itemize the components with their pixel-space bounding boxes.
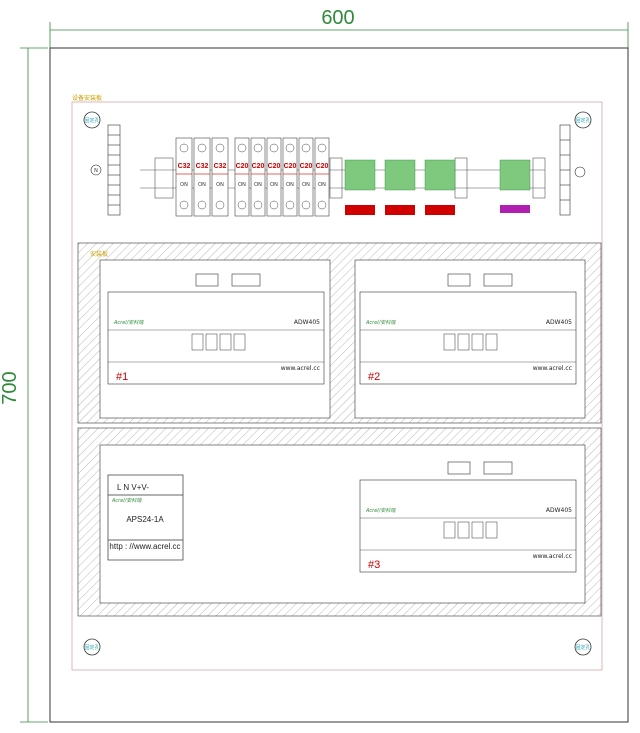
height-label: 700	[0, 371, 21, 404]
breaker-state: ON	[318, 182, 326, 188]
mount-label-tl: 固定孔	[84, 117, 99, 124]
terminal-purple-markers	[500, 205, 530, 213]
meter-2: Acrel/安科瑞 ADW405 www.acrel.cc #2	[359, 273, 577, 385]
meter-brand: Acrel/安科瑞	[365, 319, 396, 326]
breaker-rating: C32	[214, 163, 227, 170]
breaker-state: ON	[198, 182, 206, 188]
breaker-rating: C20	[268, 163, 281, 170]
terminal-red-markers	[345, 205, 455, 215]
breaker-state: ON	[270, 182, 278, 188]
breaker-state: ON	[254, 182, 262, 188]
terminal-groups	[344, 159, 531, 191]
top-panel-title: 设备安装板	[72, 94, 102, 102]
power-supply	[107, 474, 184, 561]
meter-1: Acrel/安科瑞 ADW405 www.acrel.cc #1	[107, 273, 325, 385]
neutral-terminal-block	[90, 124, 121, 216]
meter-model: ADW405	[294, 319, 320, 326]
meter-id: #1	[116, 371, 128, 383]
meter-model: ADW405	[546, 507, 572, 514]
breaker-state: ON	[286, 182, 294, 188]
meter-slot-lower	[99, 444, 586, 604]
meter-url: www.acrel.cc	[533, 553, 572, 560]
mount-label-tr: 固定孔	[575, 117, 590, 124]
mount-label-br: 固定孔	[575, 644, 590, 651]
mount-label-bl: 固定孔	[84, 644, 99, 651]
meter-slot-2	[354, 259, 586, 419]
breaker-rating: C20	[316, 163, 329, 170]
mounting-plate	[71, 101, 603, 671]
meter-brand: Acrel/安科瑞	[365, 507, 396, 514]
width-dimension	[49, 22, 629, 48]
meter-url: www.acrel.cc	[533, 365, 572, 372]
mount-holes	[83, 111, 592, 656]
psu-model: APS24-1A	[126, 515, 164, 524]
breaker-rating: C20	[252, 163, 265, 170]
meter-3: Acrel/安科瑞 ADW405 www.acrel.cc #3	[359, 461, 577, 573]
psu-url: http : //www.acrel.cc	[109, 542, 180, 551]
breaker-rating: C32	[196, 163, 209, 170]
terminal-n-label: N	[94, 168, 98, 174]
meter-id: #2	[368, 371, 380, 383]
meter-url: www.acrel.cc	[281, 365, 320, 372]
breaker-rating: C20	[236, 163, 249, 170]
breaker-rating: C20	[300, 163, 313, 170]
breaker-rating: C20	[284, 163, 297, 170]
meter-panel-title: 安装板	[90, 250, 108, 258]
meter-slot-1	[99, 259, 331, 419]
breaker-state: ON	[238, 182, 246, 188]
breaker-state: ON	[216, 182, 224, 188]
meter-brand: Acrel/安科瑞	[113, 319, 144, 326]
psu-brand: Acrel/安科瑞	[111, 497, 142, 504]
height-dimension	[20, 47, 48, 723]
breaker-rating: C32	[178, 163, 191, 170]
outer-board	[49, 47, 629, 723]
width-label: 600	[321, 7, 354, 29]
breaker-state: ON	[302, 182, 310, 188]
breaker-state: ON	[180, 182, 188, 188]
psu-terminals: L N V+V-	[117, 483, 149, 492]
pe-terminal-block	[559, 124, 586, 216]
meter-model: ADW405	[546, 319, 572, 326]
meter-id: #3	[368, 559, 380, 571]
